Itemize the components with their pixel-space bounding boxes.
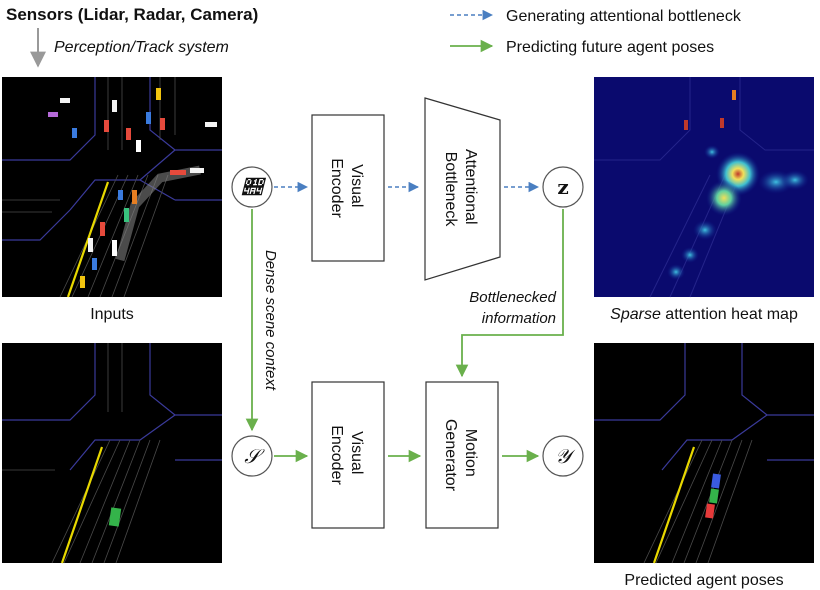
visual-encoder-bottom-line1: Visual bbox=[348, 431, 365, 474]
visual-encoder-top-line2: Encoder bbox=[328, 158, 345, 218]
visual-encoder-top-block: Visual Encoder bbox=[311, 114, 385, 262]
svg-text:Attentional Bottleneck: Attentional Bottleneck bbox=[442, 149, 479, 229]
legend-item-bottleneck: Generating attentional bottleneck bbox=[506, 8, 742, 25]
visual-encoder-bottom-line2: Encoder bbox=[328, 425, 345, 485]
perception-label: Perception/Track system bbox=[54, 39, 229, 56]
attentional-bottleneck-block: Attentional Bottleneck bbox=[424, 97, 501, 281]
heatmap-caption: Sparse attention heat map bbox=[610, 306, 798, 323]
legend-item-prediction: Predicting future agent poses bbox=[506, 39, 714, 56]
arrow-z-to-generator bbox=[455, 209, 564, 378]
node-S: 𝒮 bbox=[231, 435, 273, 477]
bottlenecked-label-line1: Bottlenecked bbox=[469, 289, 556, 306]
node-I: 𝒤 bbox=[231, 166, 273, 208]
scene-panel bbox=[2, 343, 222, 564]
predicted-panel bbox=[594, 343, 814, 564]
legend: Generating attentional bottleneck Predic… bbox=[450, 8, 742, 56]
svg-text:Motion Generator: Motion Generator bbox=[442, 419, 479, 492]
heatmap-panel bbox=[594, 77, 814, 298]
inputs-panel bbox=[2, 77, 222, 298]
visual-encoder-top-line1: Visual bbox=[348, 164, 365, 207]
attentional-bottleneck-line2: Bottleneck bbox=[442, 152, 459, 228]
svg-text:Visual Encoder: Visual Encoder bbox=[328, 425, 365, 485]
sensors-title: Sensors (Lidar, Radar, Camera) bbox=[6, 5, 258, 24]
heatmap-caption-rest: attention heat map bbox=[661, 306, 798, 323]
dense-context-label: Dense scene context bbox=[262, 250, 279, 391]
motion-generator-line2: Generator bbox=[442, 419, 459, 492]
node-z-label: z bbox=[557, 175, 568, 199]
inputs-caption: Inputs bbox=[90, 306, 134, 323]
node-z: z bbox=[542, 166, 584, 208]
predicted-caption: Predicted agent poses bbox=[624, 572, 783, 589]
svg-text:Visual Encoder: Visual Encoder bbox=[328, 158, 365, 218]
motion-generator-line1: Motion bbox=[462, 429, 479, 477]
node-Y: 𝒴 bbox=[542, 435, 584, 477]
heatmap-caption-italic: Sparse bbox=[610, 306, 661, 323]
motion-generator-block: Motion Generator bbox=[425, 381, 499, 529]
attentional-bottleneck-line1: Attentional bbox=[462, 149, 479, 225]
visual-encoder-bottom-block: Visual Encoder bbox=[311, 381, 385, 529]
bottlenecked-label-line2: information bbox=[482, 310, 556, 327]
